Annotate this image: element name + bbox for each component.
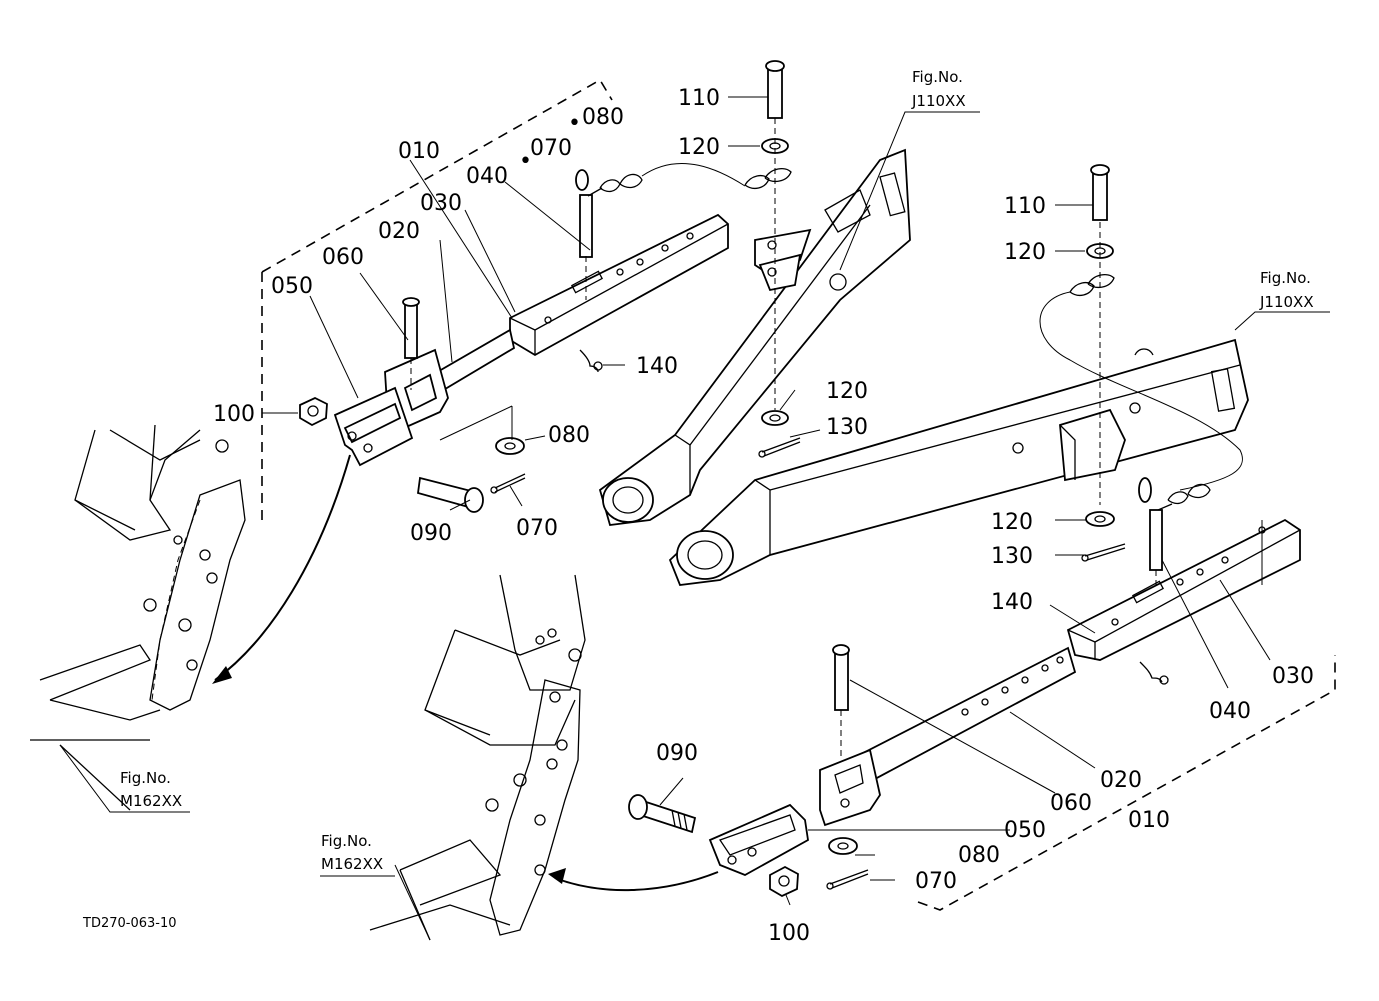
arrowhead bbox=[212, 666, 232, 684]
fig-ref-m162-left-title: Fig.No. bbox=[120, 769, 171, 787]
label-090: 090 bbox=[410, 521, 452, 546]
center-link-pins bbox=[744, 60, 801, 458]
label-050-bottom: 050 bbox=[1004, 818, 1046, 843]
fig-ref-j110-right-code: J110XX bbox=[1259, 293, 1314, 311]
label-120-right-top: 120 bbox=[1004, 240, 1046, 265]
arrowhead bbox=[548, 868, 566, 884]
label-120-right-bottom: 120 bbox=[991, 510, 1033, 535]
label-020-bottom: 020 bbox=[1100, 768, 1142, 793]
label-120-center-bottom: 120 bbox=[826, 379, 868, 404]
center-lower-link bbox=[598, 148, 911, 526]
label-040: 040 bbox=[466, 164, 508, 189]
label-050: 050 bbox=[271, 274, 313, 299]
fig-ref-m162-bottom-code: M162XX bbox=[321, 855, 383, 873]
label-080-bottom: 080 bbox=[958, 843, 1000, 868]
label-110-center: 110 bbox=[678, 86, 720, 111]
fig-ref-j110-center-title: Fig.No. bbox=[912, 68, 963, 86]
label-140: 140 bbox=[636, 354, 678, 379]
label-090-bottom: 090 bbox=[656, 741, 698, 766]
fig-ref-m162-bottom-title: Fig.No. bbox=[321, 832, 372, 850]
label-100: 100 bbox=[213, 402, 255, 427]
part-labels: 010 020 030 040 • 070 • 080 060 050 100 … bbox=[213, 86, 1314, 946]
label-010-bottom: 010 bbox=[1128, 808, 1170, 833]
top-left-stabilizer-assembly bbox=[261, 78, 746, 520]
label-060: 060 bbox=[322, 245, 364, 270]
right-lower-link bbox=[668, 338, 1249, 586]
label-100-bottom: 100 bbox=[768, 921, 810, 946]
fig-ref-j110-right-title: Fig.No. bbox=[1260, 269, 1311, 287]
label-130-center: 130 bbox=[826, 415, 868, 440]
bottom-hitch-frame bbox=[369, 574, 586, 941]
right-link-pins bbox=[1039, 164, 1243, 600]
label-130-right: 130 bbox=[991, 544, 1033, 569]
label-060-bottom: 060 bbox=[1050, 791, 1092, 816]
top-left-hitch-frame bbox=[30, 424, 246, 811]
bottom-attach-arrow bbox=[554, 871, 719, 892]
label-030: 030 bbox=[420, 191, 462, 216]
fig-ref-j110-center-code: J110XX bbox=[911, 92, 966, 110]
label-080: 080 bbox=[582, 105, 624, 130]
label-110-right: 110 bbox=[1004, 194, 1046, 219]
label-080-left: 080 bbox=[548, 423, 590, 448]
label-070: 070 bbox=[530, 136, 572, 161]
label-140-right: 140 bbox=[991, 590, 1033, 615]
figure-references: Fig.No. J110XX Fig.No. J110XX Fig.No. M1… bbox=[82, 68, 1314, 931]
label-010: 010 bbox=[398, 139, 440, 164]
label-070-left: 070 bbox=[516, 516, 558, 541]
bottom-right-stabilizer-assembly bbox=[628, 518, 1336, 911]
label-dot-2: • bbox=[568, 111, 581, 136]
leader-lines bbox=[59, 96, 1330, 941]
label-dot-1: • bbox=[519, 149, 532, 174]
label-070-bottom: 070 bbox=[915, 869, 957, 894]
label-020: 020 bbox=[378, 219, 420, 244]
drawing-code: TD270-063-10 bbox=[82, 916, 177, 931]
label-040-right: 040 bbox=[1209, 699, 1251, 724]
fig-ref-m162-left-code: M162XX bbox=[120, 792, 182, 810]
label-120-center-top: 120 bbox=[678, 135, 720, 160]
top-left-attach-arrow bbox=[214, 454, 351, 681]
label-030-right: 030 bbox=[1272, 664, 1314, 689]
